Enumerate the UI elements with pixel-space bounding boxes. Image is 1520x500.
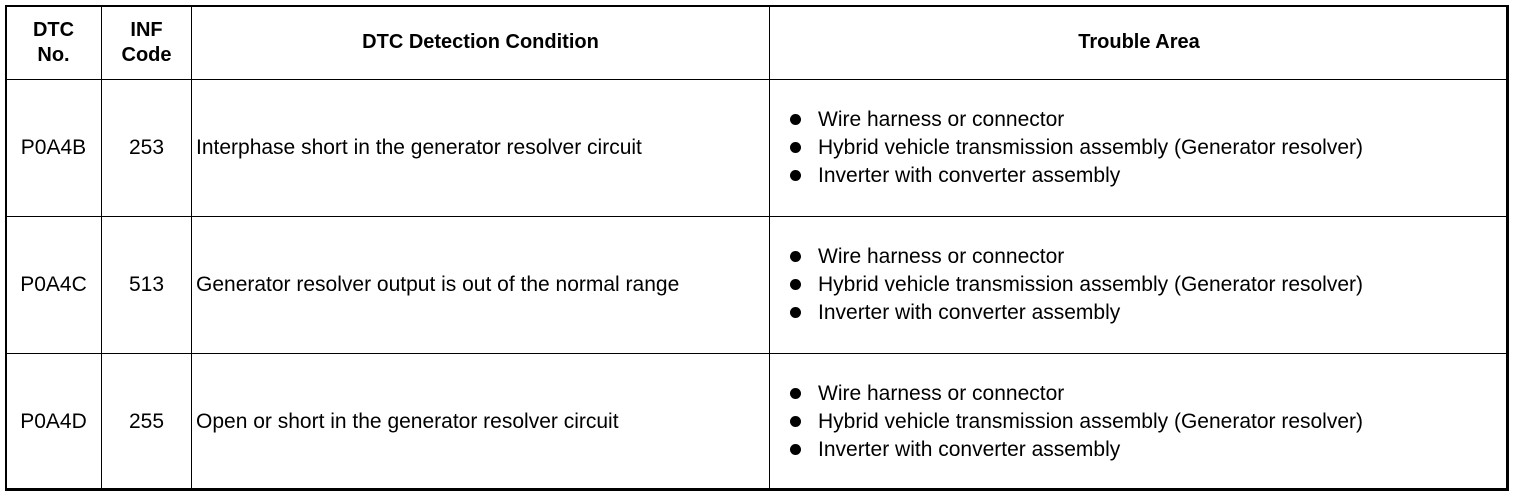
bullet-icon: [790, 170, 801, 181]
list-item: Inverter with converter assembly: [790, 162, 1508, 190]
trouble-list: Wire harness or connector Hybrid vehicle…: [770, 106, 1508, 190]
table-row: P0A4B 253 Interphase short in the genera…: [5, 79, 1509, 217]
condition-cell: Open or short in the generator resolver …: [191, 353, 770, 491]
list-item: Hybrid vehicle transmission assembly (Ge…: [790, 408, 1508, 436]
list-item: Hybrid vehicle transmission assembly (Ge…: [790, 134, 1508, 162]
list-item: Wire harness or connector: [790, 106, 1508, 134]
dtc-table: DTC No. INF Code DTC Detection Condition…: [5, 5, 1509, 491]
dtc-cell: P0A4B: [5, 79, 102, 217]
trouble-item-text: Wire harness or connector: [818, 108, 1065, 131]
header-condition: DTC Detection Condition: [191, 5, 770, 80]
table-row: P0A4D 255 Open or short in the generator…: [5, 353, 1509, 491]
bullet-icon: [790, 444, 801, 455]
trouble-item-text: Hybrid vehicle transmission assembly (Ge…: [818, 136, 1364, 159]
trouble-item-text: Hybrid vehicle transmission assembly (Ge…: [818, 410, 1364, 433]
trouble-item-text: Hybrid vehicle transmission assembly (Ge…: [818, 273, 1364, 296]
trouble-item-text: Inverter with converter assembly: [818, 164, 1121, 187]
trouble-cell: Wire harness or connector Hybrid vehicle…: [769, 79, 1509, 217]
dtc-cell: P0A4D: [5, 353, 102, 491]
list-item: Inverter with converter assembly: [790, 436, 1508, 464]
table-row: P0A4C 513 Generator resolver output is o…: [5, 216, 1509, 354]
list-item: Hybrid vehicle transmission assembly (Ge…: [790, 271, 1508, 299]
condition-cell: Generator resolver output is out of the …: [191, 216, 770, 354]
header-inf-code-label: INF Code: [121, 18, 172, 66]
header-inf-code: INF Code: [101, 5, 192, 80]
header-row: DTC No. INF Code DTC Detection Condition…: [5, 5, 1509, 80]
header-trouble-area: Trouble Area: [769, 5, 1509, 80]
list-item: Wire harness or connector: [790, 243, 1508, 271]
bullet-icon: [790, 307, 801, 318]
bullet-icon: [790, 279, 801, 290]
trouble-list: Wire harness or connector Hybrid vehicle…: [770, 243, 1508, 327]
trouble-item-text: Inverter with converter assembly: [818, 438, 1121, 461]
list-item: Inverter with converter assembly: [790, 299, 1508, 327]
bullet-icon: [790, 388, 801, 399]
trouble-list: Wire harness or connector Hybrid vehicle…: [770, 380, 1508, 464]
condition-cell: Interphase short in the generator resolv…: [191, 79, 770, 217]
bullet-icon: [790, 416, 801, 427]
inf-cell: 255: [101, 353, 192, 491]
header-dtc-no-label: DTC No.: [32, 18, 75, 66]
trouble-cell: Wire harness or connector Hybrid vehicle…: [769, 216, 1509, 354]
trouble-item-text: Wire harness or connector: [818, 245, 1065, 268]
trouble-item-text: Wire harness or connector: [818, 382, 1065, 405]
inf-cell: 513: [101, 216, 192, 354]
dtc-cell: P0A4C: [5, 216, 102, 354]
list-item: Wire harness or connector: [790, 380, 1508, 408]
trouble-cell: Wire harness or connector Hybrid vehicle…: [769, 353, 1509, 491]
inf-cell: 253: [101, 79, 192, 217]
bullet-icon: [790, 114, 801, 125]
header-dtc-no: DTC No.: [5, 5, 102, 80]
bullet-icon: [790, 142, 801, 153]
trouble-item-text: Inverter with converter assembly: [818, 301, 1121, 324]
bullet-icon: [790, 251, 801, 262]
